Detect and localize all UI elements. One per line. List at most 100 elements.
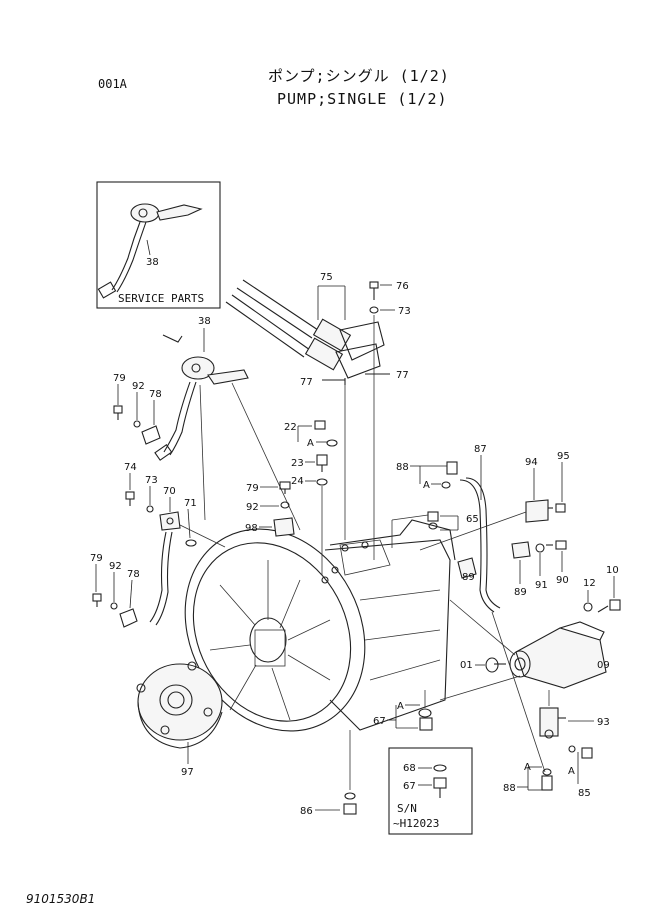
callout-24: 24 xyxy=(291,476,304,487)
o-ring-88-top xyxy=(441,481,451,489)
washer-12 xyxy=(583,602,593,612)
service-parts-label: SERVICE PARTS xyxy=(118,292,204,305)
callout-12: 12 xyxy=(583,578,596,589)
ref-a-67: A xyxy=(397,701,404,712)
callout-90: 90 xyxy=(556,575,569,586)
clamp-78-lower xyxy=(119,608,138,628)
callout-92-top: 92 xyxy=(132,381,145,392)
sensor-70 xyxy=(149,511,181,626)
ref-a-22: A xyxy=(307,438,314,449)
callout-68: 68 xyxy=(403,763,416,774)
callout-73-left: 73 xyxy=(145,475,158,486)
fitting-88-bottom xyxy=(541,768,553,791)
sn-range: ~H12023 xyxy=(393,817,439,830)
valve-93 xyxy=(539,707,566,739)
hose-87 xyxy=(459,477,501,613)
callout-77-left: 77 xyxy=(300,377,313,388)
callout-01: 01 xyxy=(460,660,473,671)
pump-flange-housing xyxy=(184,519,456,732)
service-parts-inset: 38 SERVICE PARTS xyxy=(96,181,221,309)
callout-86: 86 xyxy=(300,806,313,817)
service-parts-frame xyxy=(96,181,221,309)
callout-93: 93 xyxy=(597,717,610,728)
callout-38: 38 xyxy=(198,316,211,327)
callout-79-center: 79 xyxy=(246,483,259,494)
callout-23: 23 xyxy=(291,458,304,469)
bracket-89-right xyxy=(511,541,531,559)
callout-70: 70 xyxy=(163,486,176,497)
part-38-service-drawing xyxy=(97,203,203,299)
sn-inset: 68 67 S/N ~H12023 xyxy=(388,747,473,835)
o-ring-71 xyxy=(185,539,197,547)
callout-38-service: 38 xyxy=(146,257,159,268)
callout-97: 97 xyxy=(181,767,194,778)
sn-inset-frame xyxy=(388,747,473,835)
bracket-89-left xyxy=(457,557,477,579)
callout-67-inset: 67 xyxy=(403,781,416,792)
callout-76: 76 xyxy=(396,281,409,292)
callout-78-top: 78 xyxy=(149,389,162,400)
washer-91 xyxy=(535,543,545,553)
plug-23 xyxy=(316,454,328,472)
callout-88-top: 88 xyxy=(396,462,409,473)
solenoid-valve-assembly xyxy=(225,279,385,379)
gear-pump-09 xyxy=(494,621,607,689)
bolt-79-lower xyxy=(92,593,102,607)
washer-92-top xyxy=(133,420,141,428)
sn-label: S/N xyxy=(397,802,417,815)
bolt-74 xyxy=(125,491,135,506)
fitting-88-top xyxy=(446,461,458,475)
washer-73-left xyxy=(146,505,154,513)
bolt-10 xyxy=(597,599,621,613)
bolt-79-center xyxy=(279,481,291,494)
plug-22 xyxy=(314,420,326,430)
o-ring-01 xyxy=(485,657,499,673)
plug-67 xyxy=(418,708,433,731)
callout-85: 85 xyxy=(578,788,591,799)
ref-a-88: A xyxy=(423,480,430,491)
callout-22: 22 xyxy=(284,422,297,433)
callout-73-top: 73 xyxy=(398,306,411,317)
callout-10: 10 xyxy=(606,565,619,576)
callout-78-lower: 78 xyxy=(127,569,140,580)
title-english: PUMP;SINGLE (1/2) xyxy=(277,90,448,108)
bolt-90 xyxy=(546,540,567,550)
callout-79-lower: 79 xyxy=(90,553,103,564)
callout-89-right: 89 xyxy=(514,587,527,598)
callout-88-bottom: 88 xyxy=(503,783,516,794)
plug-86 xyxy=(343,792,357,815)
fitting-65 xyxy=(427,511,439,530)
callout-67: 67 xyxy=(373,716,386,727)
washer-92-center xyxy=(280,501,290,509)
clamp-78-top xyxy=(141,425,161,445)
plug-67-inset xyxy=(433,777,447,798)
callout-91: 91 xyxy=(535,580,548,591)
o-ring-68 xyxy=(433,764,447,772)
coupling-97 xyxy=(136,661,223,749)
o-ring-24 xyxy=(316,478,328,486)
callout-75: 75 xyxy=(320,272,333,283)
callout-65: 65 xyxy=(466,514,479,525)
o-ring-22 xyxy=(326,439,338,447)
callout-74: 74 xyxy=(124,462,137,473)
title-japanese: ポンプ;シングル (1/2) xyxy=(268,67,450,85)
washer-73-top xyxy=(369,306,379,314)
callout-95: 95 xyxy=(557,451,570,462)
callout-77-right: 77 xyxy=(396,370,409,381)
plug-85 xyxy=(568,745,593,759)
callout-98: 98 xyxy=(245,523,258,534)
bolt-79-top xyxy=(113,405,123,420)
callout-89-left: 89 xyxy=(462,572,475,583)
ref-a-85: A xyxy=(568,766,575,777)
ref-a-88-bottom: A xyxy=(524,762,531,773)
bracket-98 xyxy=(273,517,295,537)
callout-92-center: 92 xyxy=(246,502,259,513)
bolt-95 xyxy=(548,503,566,513)
page-code: 001A xyxy=(98,77,127,91)
callout-87: 87 xyxy=(474,444,487,455)
callout-79-top: 79 xyxy=(113,373,126,384)
pin-77-left xyxy=(322,378,346,385)
callout-09: 09 xyxy=(597,660,610,671)
callout-71: 71 xyxy=(184,498,197,509)
